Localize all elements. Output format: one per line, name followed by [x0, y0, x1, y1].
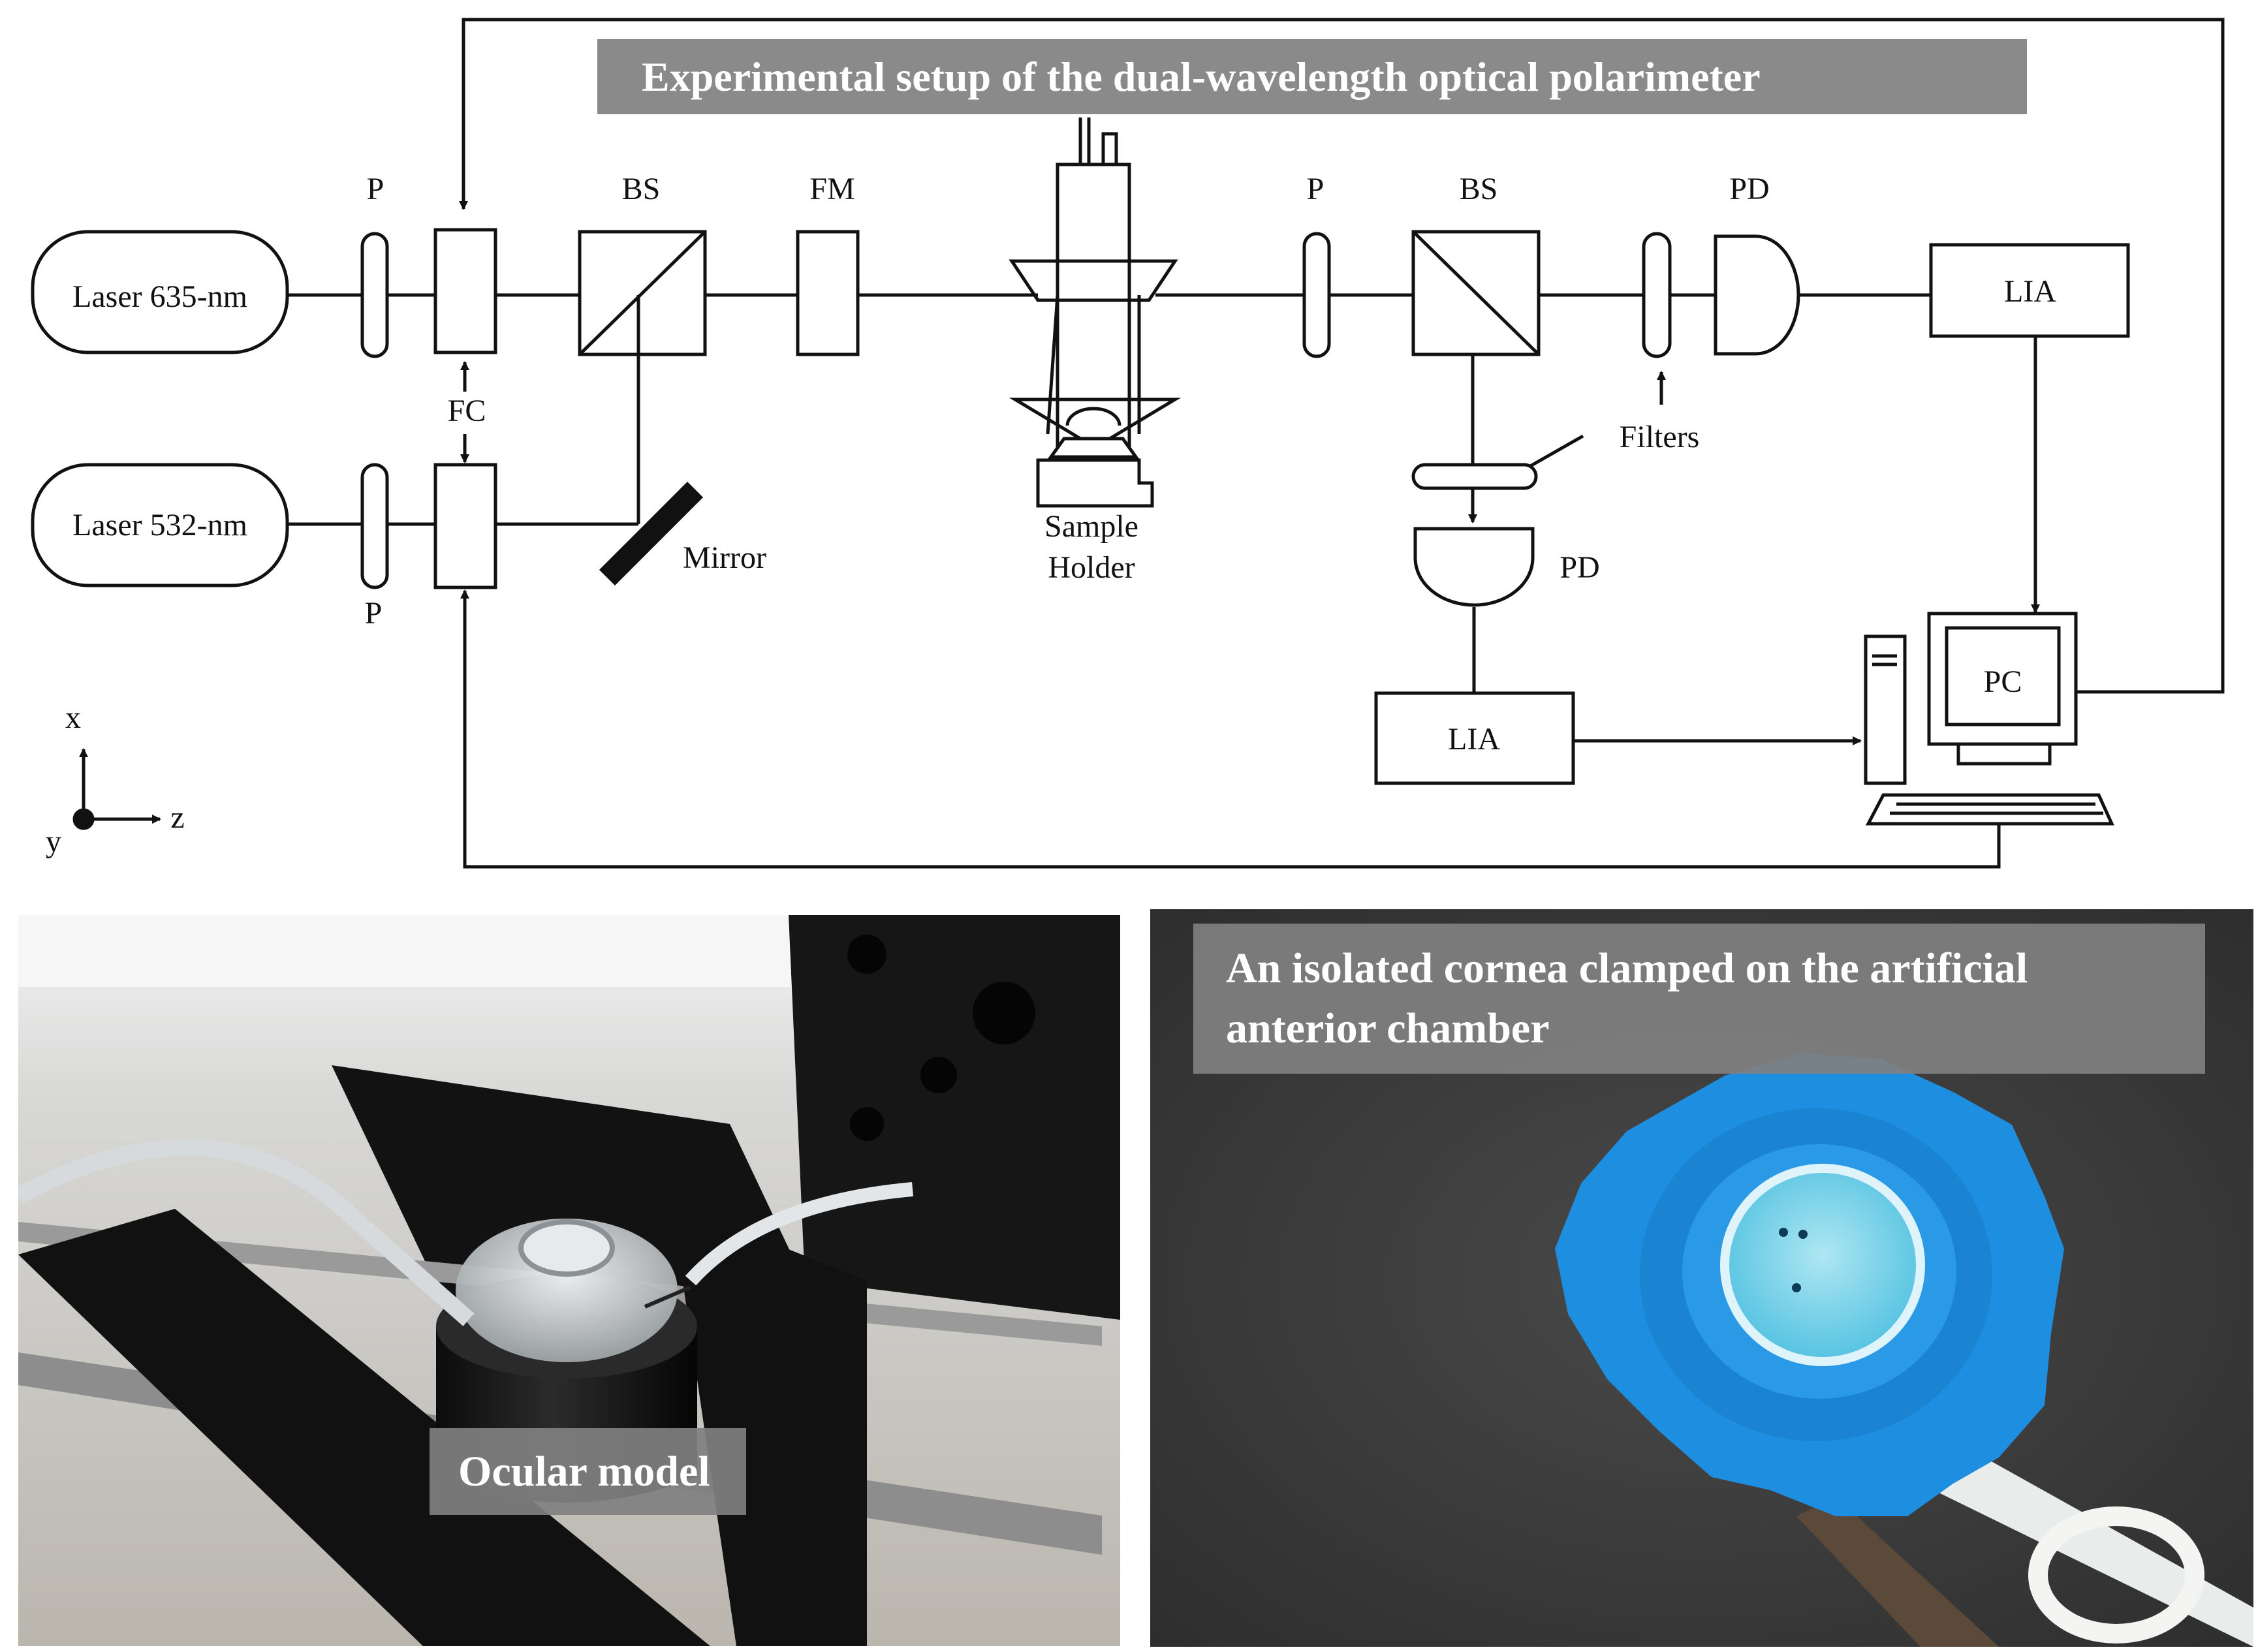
ocular-model-photo [18, 915, 1120, 1646]
cornea-caption: An isolated cornea clamped on the artifi… [1193, 924, 2205, 1074]
polarizer-1 [360, 232, 389, 358]
photodetector-1 [1714, 234, 1800, 356]
faraday-compensator-2 [433, 463, 497, 589]
polarizer-3 [1302, 232, 1331, 358]
diagram-title-text: Experimental setup of the dual-wavelengt… [642, 53, 1761, 100]
ocular-model-caption-text: Ocular model [458, 1447, 710, 1495]
polarimeter-setup-diagram: Laser 635-nm Laser 532-nm P P P FC BS BS… [31, 18, 2225, 869]
filters-label: Filters [1620, 420, 1700, 454]
filter-2 [1411, 463, 1538, 490]
pd-label-1: PD [1729, 172, 1769, 206]
sample-label-line2: Holder [1048, 550, 1135, 585]
filter-1 [1642, 232, 1672, 358]
faraday-compensator-1 [433, 228, 497, 354]
diagram-title: Experimental setup of the dual-wavelengt… [597, 39, 2027, 114]
sample-holder [1009, 117, 1182, 508]
beam-splitter-2 [1411, 230, 1541, 356]
lia-label-2: LIA [1448, 722, 1500, 756]
laser-635-box [31, 230, 289, 354]
sample-label-line1: Sample [1044, 509, 1138, 544]
polarizer-2 [360, 463, 389, 589]
photodetector-2 [1413, 527, 1535, 607]
ocular-model-caption: Ocular model [430, 1428, 746, 1515]
feedback-line-bottom [460, 589, 2001, 869]
axis-y-label: y [46, 824, 61, 859]
mirror-label: Mirror [683, 540, 766, 575]
bs-label-1: BS [622, 172, 661, 206]
computer [1864, 612, 2114, 826]
lia-label-1: LIA [2004, 274, 2056, 309]
feedback-line-top [459, 18, 2225, 694]
lock-in-amplifier-1 [1929, 243, 2130, 338]
pd-label-2: PD [1560, 550, 1599, 585]
lock-in-amplifier-2 [1374, 691, 1575, 785]
mirror [599, 481, 704, 586]
pc-label: PC [1984, 664, 2022, 699]
fc-label: FC [448, 394, 486, 428]
beam-splitter-1 [578, 230, 707, 356]
laser-532-label: Laser 532-nm [72, 508, 247, 542]
laser-635-label: Laser 635-nm [72, 279, 247, 314]
coordinate-axes [72, 748, 161, 830]
cornea-caption-line1: An isolated cornea clamped on the artifi… [1226, 944, 2028, 992]
polarizer-label-3: P [1307, 172, 1325, 206]
axis-z-label: z [170, 800, 184, 835]
cornea-caption-line2: anterior chamber [1226, 1005, 1550, 1052]
bs-label-2: BS [1460, 172, 1498, 206]
laser-532-box [31, 463, 289, 587]
faraday-modulator [796, 230, 860, 356]
axis-x-label: x [65, 700, 81, 735]
polarizer-label-1: P [367, 172, 384, 206]
fm-label: FM [809, 172, 855, 206]
polarizer-label-2: P [365, 596, 383, 631]
